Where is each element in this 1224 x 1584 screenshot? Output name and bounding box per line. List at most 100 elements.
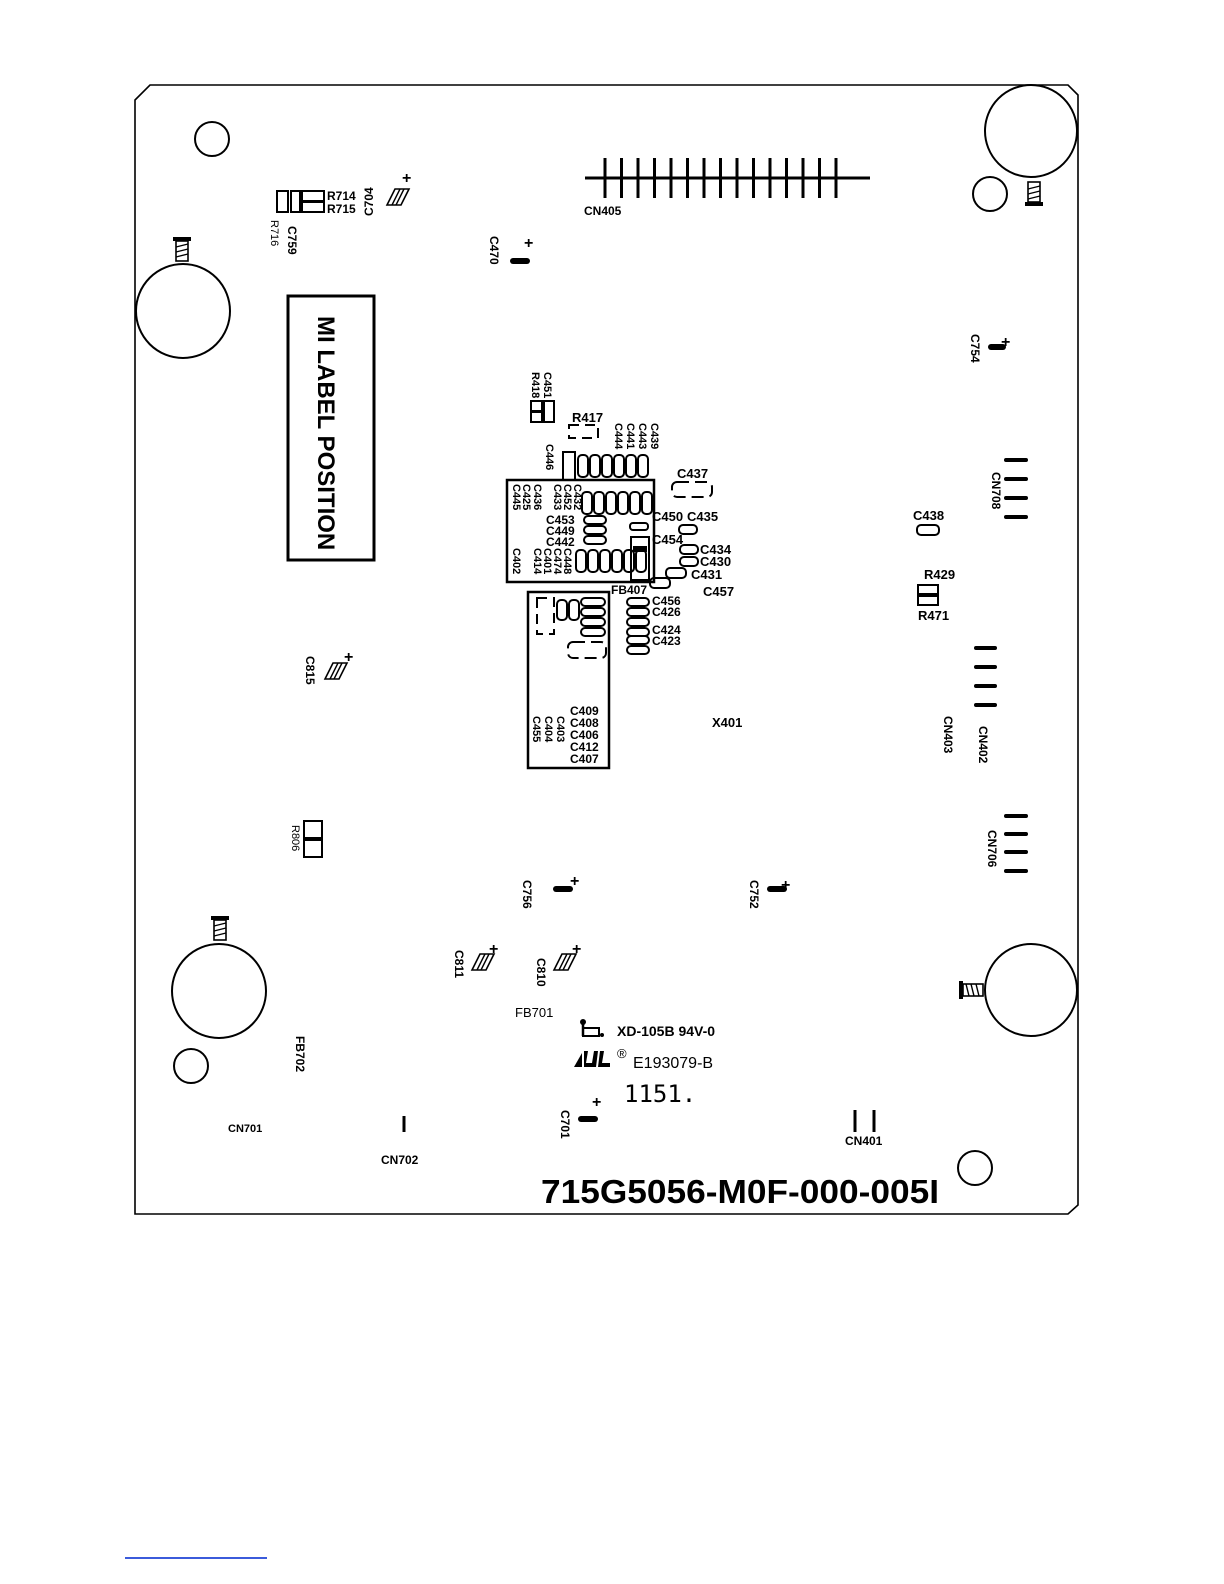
cn708-label: CN708 [989,472,1003,510]
ul-registered-mark: ® [617,1046,627,1061]
capacitor-c430 [679,556,699,567]
r806-label: R806 [289,825,301,851]
ic-area-lower-components [536,597,650,659]
r418-label: R418 [529,372,541,398]
c406-label: C406 [570,728,599,742]
resistor-r716-pad [276,190,289,213]
capacitor-c701 [578,1116,598,1122]
capacitor-pad [587,549,599,573]
r715-label: R715 [327,202,356,216]
capacitor-pad [583,525,607,535]
component-c454-pad [633,546,647,552]
c754-label: C754 [968,334,982,363]
c453-label: C453 [546,513,575,527]
capacitor-pad [626,607,650,617]
resistor-r715-pad [301,190,325,202]
mounting-hole-top-right-large [984,84,1078,178]
capacitor-pad [601,454,613,478]
capacitor-pad [589,454,601,478]
capacitor-c451-pad [543,400,555,423]
capacitor-pad [637,454,649,478]
c423-label: C423 [652,634,681,648]
capacitor-pad [635,549,647,573]
capacitor-pad [623,549,635,573]
fb407-label: FB407 [611,583,647,597]
c402-label: C402 [510,548,522,574]
resistor-r429-pad [917,584,939,595]
cn402-label: CN402 [976,726,990,764]
capacitor-pad [626,635,650,645]
fb702-label: FB702 [293,1036,307,1072]
capacitor-pad [568,599,580,621]
connector-cn706 [1004,814,1028,873]
c701-plus: + [592,1094,601,1111]
c470-plus: + [524,235,533,252]
r716-label: R716 [268,220,280,246]
connector-cn402-cn403 [974,646,997,707]
capacitor-pad [641,491,653,515]
cn701-label: CN701 [228,1123,262,1135]
ul-file-number: E193079-B [633,1055,713,1072]
c449-label: C449 [546,524,575,538]
c450-label: C450 [652,509,683,524]
capacitor-pad [626,597,650,607]
r417-label: R417 [572,410,603,425]
capacitor-pad [611,549,623,573]
capacitor-pad [580,607,606,617]
material-rating: XD-105B 94V-0 [617,1023,715,1039]
capacitor-pad [626,617,650,627]
capacitor-c450 [629,522,649,531]
c756-plus: + [570,873,579,890]
cn702-label: CN702 [381,1153,419,1167]
c474-label: C474 [551,548,563,575]
component-pad [567,641,607,659]
c455-label: C455 [530,716,542,742]
c452-label: C452 [561,484,573,510]
c754-plus: + [1001,334,1010,351]
c437-label: C437 [677,466,708,481]
capacitor-pad [599,549,611,573]
mi-label-position-text: MI LABEL POSITION [312,316,339,550]
capacitor-row-upper [562,451,649,481]
capacitor-c438 [916,524,940,536]
capacitor-pad [625,454,637,478]
x401-label: X401 [712,715,742,730]
c752-label: C752 [747,880,761,909]
c439-label: C439 [648,423,660,449]
c752-plus: + [781,877,790,894]
c759-label: C759 [285,226,299,255]
c815-plus: + [344,649,353,666]
capacitor-c811 [470,953,496,971]
cn405-label: CN405 [584,204,622,218]
c403-label: C403 [554,716,566,742]
c811-plus: + [489,941,498,958]
resistor-r715-pad [301,201,325,213]
c438-label: C438 [913,508,944,523]
c701-label: C701 [558,1110,572,1139]
screw-icon [211,916,229,941]
screw-icon [173,237,191,262]
c426-label: C426 [652,605,681,619]
c441-label: C441 [624,423,636,449]
capacitor-c434 [679,544,699,555]
capacitor-pad [581,491,593,515]
cn706-label: CN706 [985,830,999,868]
connector-cn405 [585,158,870,198]
c445-label: C445 [510,484,522,510]
c412-label: C412 [570,740,599,754]
c434-label: C434 [700,542,732,557]
c470-label: C470 [487,236,501,265]
resistor-r806-pad [303,839,323,858]
c451-label: C451 [541,372,553,398]
fb701-label: FB701 [515,1005,553,1020]
component-c454-body [630,536,650,581]
component-pad [536,597,555,635]
resistor-r418-pad [530,411,543,423]
mounting-hole-bottom-right-small [957,1150,993,1186]
screw-icon [1025,181,1043,206]
capacitor-c815 [323,662,349,680]
r714-label: R714 [327,189,356,203]
cn401-label: CN401 [845,1134,883,1148]
capacitor-c754 [988,344,1006,350]
ic-area-box [505,478,656,584]
